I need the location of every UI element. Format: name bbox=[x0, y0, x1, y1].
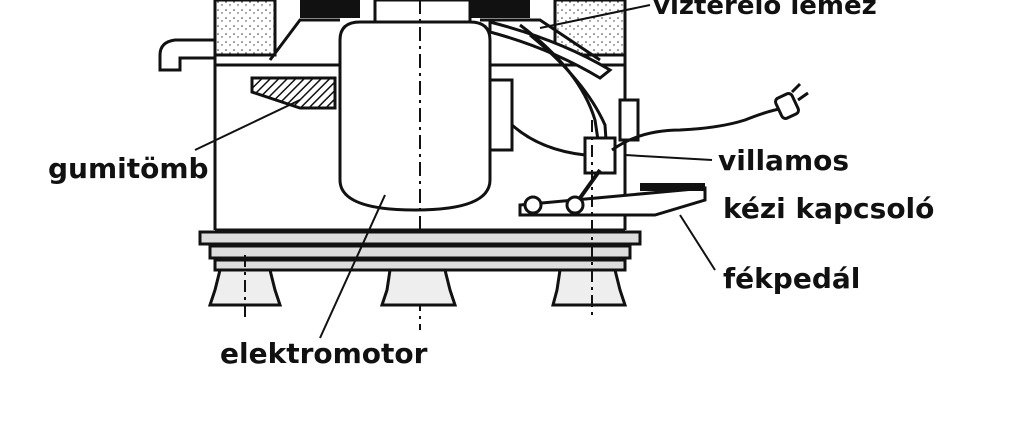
machine-feet bbox=[207, 268, 628, 307]
label-motor: elektromotor bbox=[220, 337, 428, 370]
label-hand-switch: kézi kapcsoló bbox=[723, 192, 934, 225]
electromotor bbox=[338, 20, 514, 212]
machine-frame bbox=[213, 18, 627, 232]
base-plates bbox=[198, 230, 642, 272]
switch-box bbox=[583, 98, 640, 175]
label-brake-pedal: fékpedál bbox=[723, 262, 860, 295]
label-water-deflector: víztérelő lemez bbox=[653, 0, 877, 21]
top-housing bbox=[213, 0, 627, 57]
rubber-block bbox=[250, 76, 337, 110]
leader-lines bbox=[194, 4, 716, 339]
hoses bbox=[519, 23, 608, 141]
plug-icon bbox=[774, 82, 809, 120]
brake-pedal-assembly bbox=[518, 168, 707, 217]
foot-axes bbox=[244, 120, 593, 320]
power-cable bbox=[511, 106, 786, 157]
label-rubber-block: gumitömb bbox=[48, 152, 209, 185]
label-electric: villamos bbox=[718, 144, 849, 177]
outlet-spout bbox=[158, 38, 217, 72]
